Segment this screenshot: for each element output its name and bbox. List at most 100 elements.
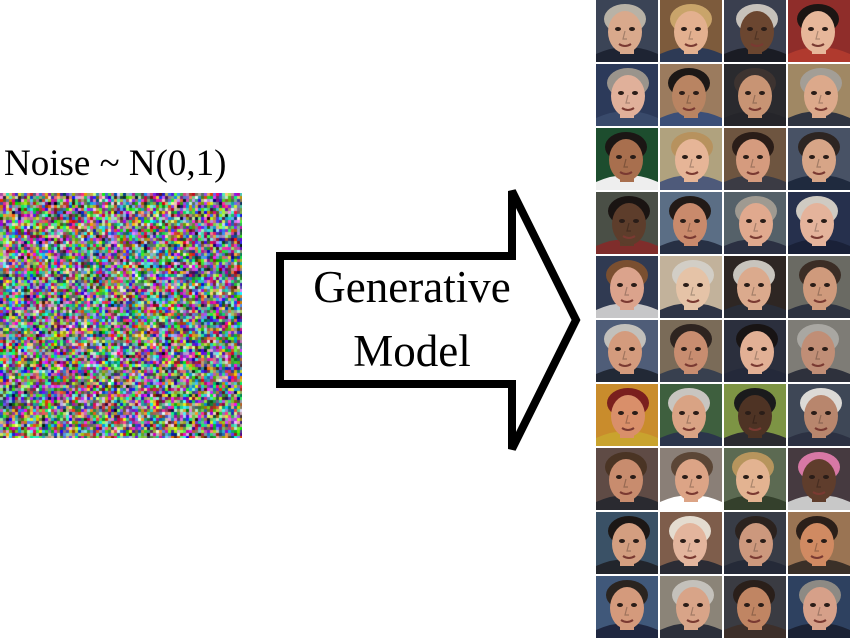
face-skin — [610, 587, 644, 629]
face-left-eye — [809, 155, 815, 159]
face-shoulders — [724, 431, 786, 446]
face-nose — [623, 158, 628, 168]
face-portrait — [660, 512, 722, 574]
face-skin — [674, 11, 708, 53]
face-mouth — [686, 299, 700, 303]
face-shoulders — [788, 303, 850, 318]
face-mouth — [682, 427, 696, 431]
face-skin — [611, 395, 645, 437]
face-nose — [623, 478, 628, 488]
face-right-eye — [825, 411, 831, 415]
face-shoulders — [596, 239, 658, 254]
face-right-eye — [693, 91, 699, 95]
face-shoulders — [660, 495, 722, 510]
face-right-eye — [759, 91, 765, 95]
face-nose — [686, 414, 691, 424]
face-sample — [788, 448, 850, 510]
face-skin — [608, 331, 642, 373]
face-right-eye — [694, 539, 700, 543]
face-nose — [624, 286, 629, 296]
face-left-eye — [615, 347, 621, 351]
face-nose — [622, 350, 627, 360]
face-shoulders — [788, 431, 850, 446]
face-nose — [754, 30, 759, 40]
face-portrait — [596, 192, 658, 254]
face-left-eye — [680, 539, 686, 543]
face-right-eye — [757, 155, 763, 159]
face-skin — [801, 331, 835, 373]
face-portrait — [724, 128, 786, 190]
face-sample — [596, 448, 658, 510]
face-mouth — [750, 363, 764, 367]
face-left-eye — [807, 219, 813, 223]
face-portrait — [724, 576, 786, 638]
face-skin — [804, 395, 838, 437]
face-left-eye — [746, 219, 752, 223]
face-sample — [660, 0, 722, 62]
face-portrait — [724, 320, 786, 382]
face-portrait — [660, 576, 722, 638]
face-shoulders — [660, 47, 722, 62]
face-portrait — [596, 0, 658, 62]
face-left-eye — [680, 219, 686, 223]
face-sample — [596, 64, 658, 126]
face-nose — [626, 222, 631, 232]
face-mouth — [813, 619, 827, 623]
face-left-eye — [747, 27, 753, 31]
face-skin — [739, 203, 773, 245]
face-nose — [814, 542, 819, 552]
face-shoulders — [724, 367, 786, 382]
face-sample — [660, 64, 722, 126]
face-shoulders — [660, 623, 722, 638]
face-sample — [788, 0, 850, 62]
face-sample — [788, 384, 850, 446]
face-nose — [816, 158, 821, 168]
face-left-eye — [616, 155, 622, 159]
face-sample — [788, 512, 850, 574]
face-sample — [724, 192, 786, 254]
face-skin — [609, 459, 643, 501]
face-left-eye — [808, 27, 814, 31]
arrow-label-line1: Generative — [313, 262, 510, 312]
face-right-eye — [629, 347, 635, 351]
face-nose — [687, 542, 692, 552]
face-mouth — [683, 555, 697, 559]
face-sample — [596, 192, 658, 254]
face-portrait — [788, 256, 850, 318]
face-right-eye — [821, 539, 827, 543]
face-right-eye — [760, 219, 766, 223]
face-skin — [801, 11, 835, 53]
face-portrait — [724, 64, 786, 126]
face-sample — [724, 384, 786, 446]
face-left-eye — [619, 539, 625, 543]
face-nose — [688, 350, 693, 360]
face-sample — [788, 192, 850, 254]
face-right-eye — [632, 411, 638, 415]
face-skin — [672, 75, 706, 117]
face-right-eye — [761, 27, 767, 31]
face-left-eye — [744, 283, 750, 287]
face-skin — [803, 267, 837, 309]
face-portrait — [660, 128, 722, 190]
face-sample — [660, 192, 722, 254]
face-skin — [802, 139, 836, 181]
face-sample — [660, 128, 722, 190]
face-left-eye — [617, 283, 623, 287]
face-portrait — [660, 256, 722, 318]
face-skin — [803, 587, 837, 629]
face-mouth — [619, 171, 633, 175]
face-shoulders — [596, 431, 658, 446]
face-right-eye — [822, 347, 828, 351]
face-sample — [660, 576, 722, 638]
face-mouth — [747, 619, 761, 623]
face-portrait — [724, 256, 786, 318]
face-nose — [752, 94, 757, 104]
face-shoulders — [596, 175, 658, 190]
face-skin — [737, 587, 771, 629]
face-portrait — [660, 192, 722, 254]
face-mouth — [618, 43, 632, 47]
face-portrait — [660, 0, 722, 62]
face-nose — [818, 94, 823, 104]
face-left-eye — [615, 27, 621, 31]
face-shoulders — [596, 111, 658, 126]
